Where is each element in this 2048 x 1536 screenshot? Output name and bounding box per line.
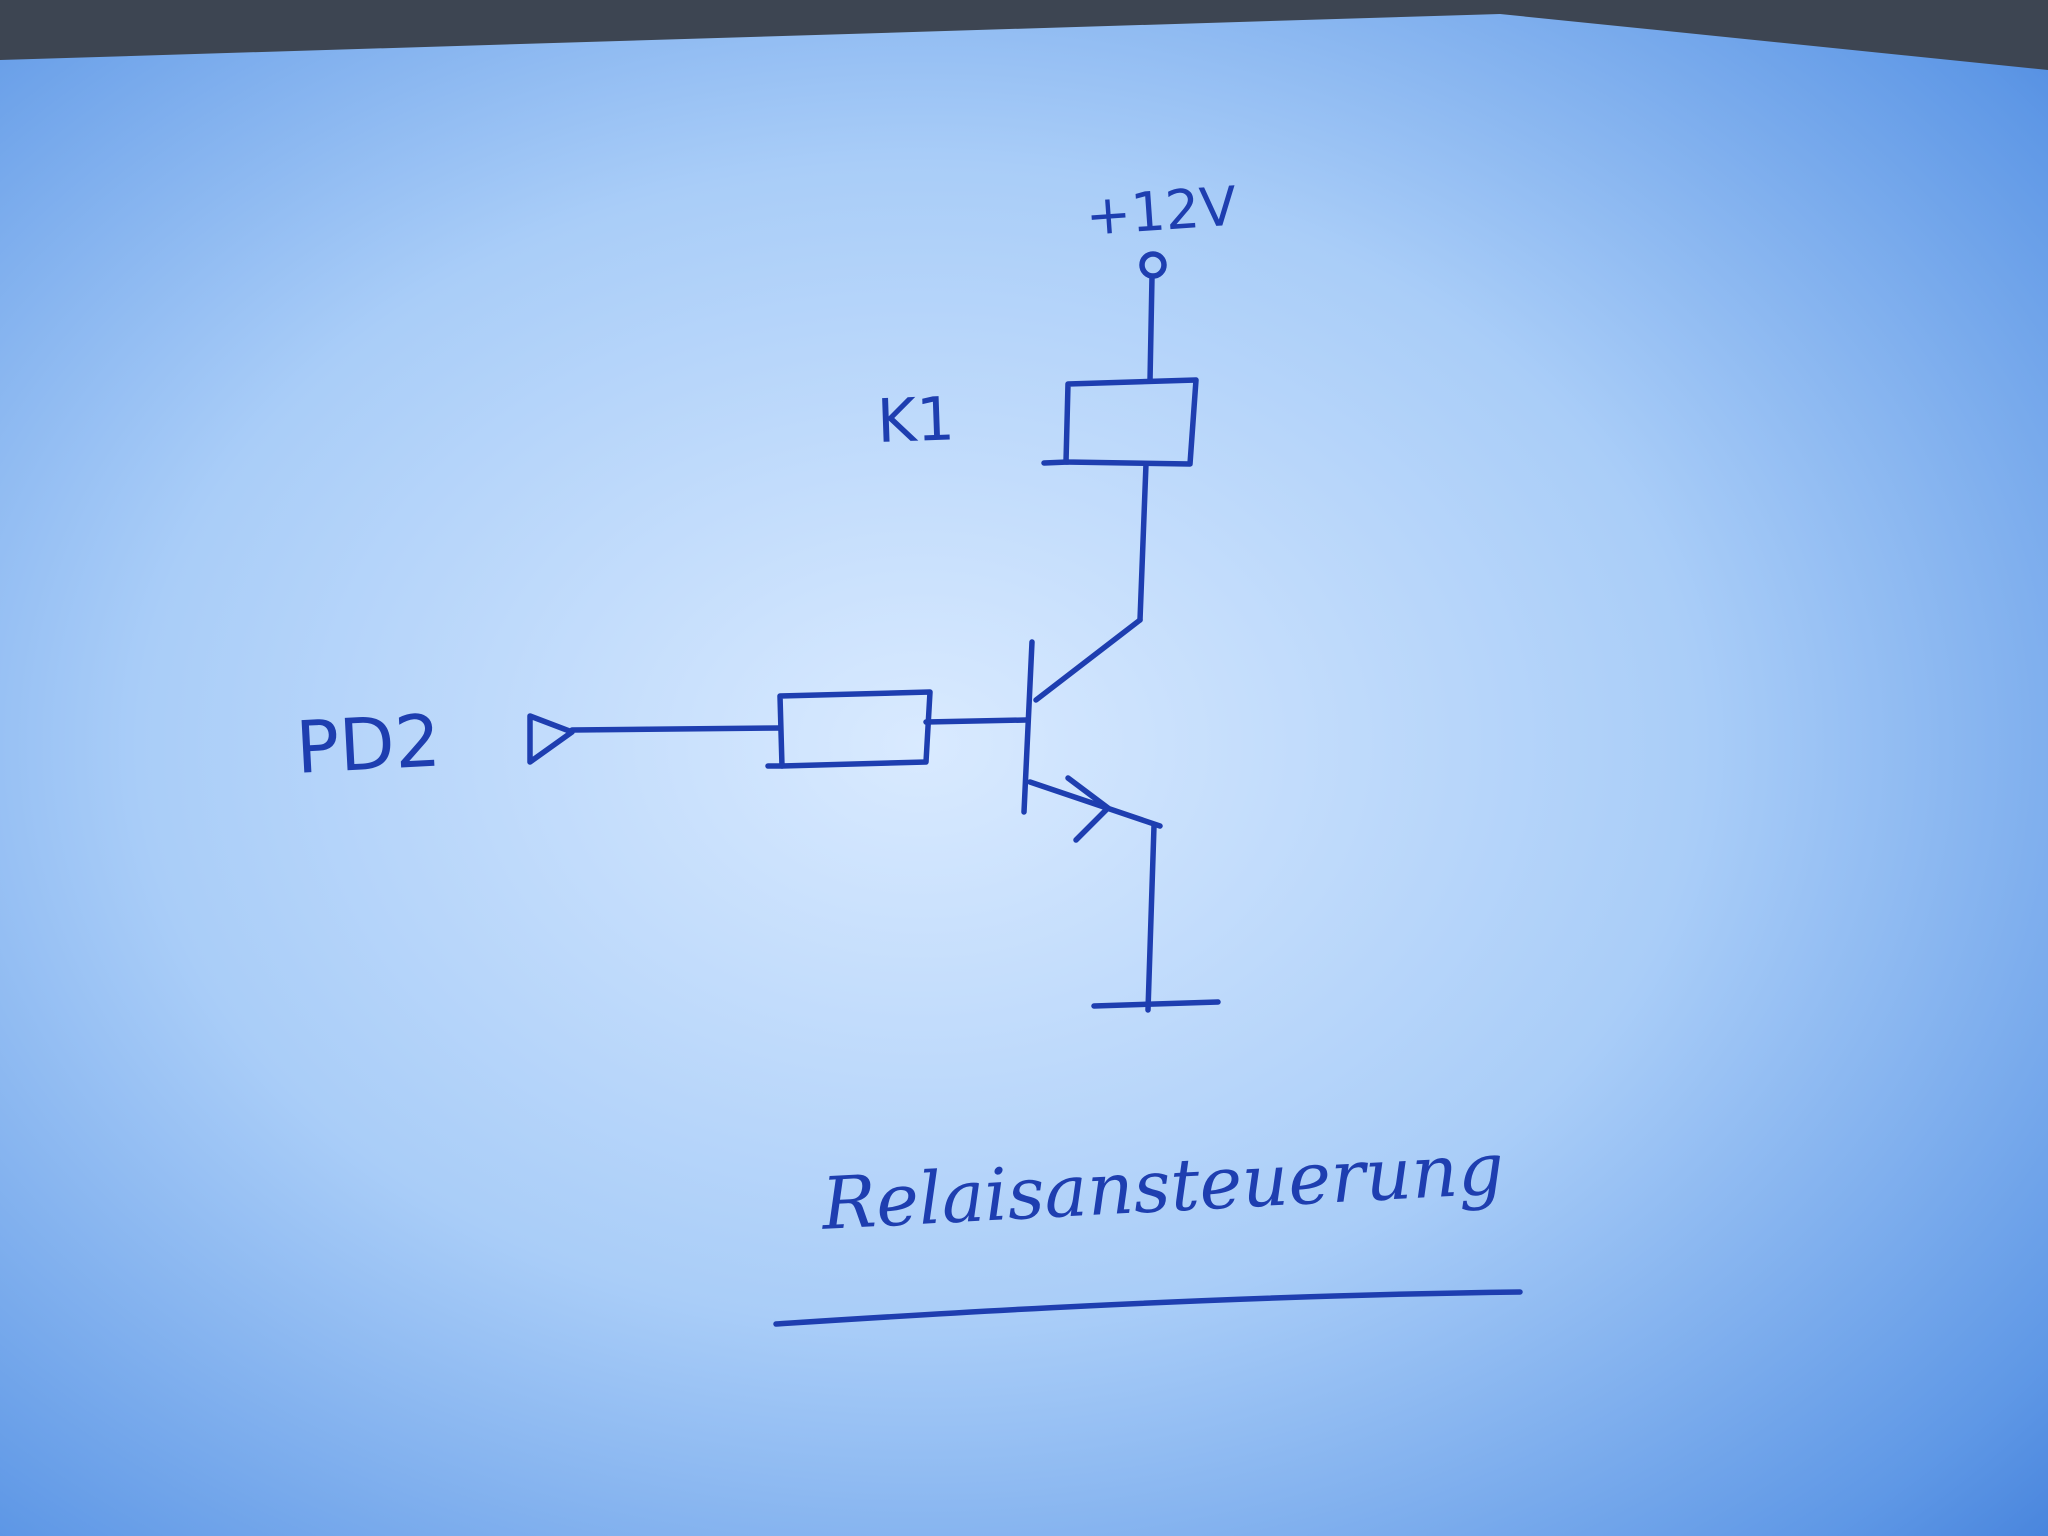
- title-underline: [773, 1289, 1523, 1327]
- transistor-emitter: [1027, 779, 1163, 829]
- input-terminal-triangle: [527, 713, 575, 765]
- base-resistor: [777, 689, 933, 769]
- wire-relay-to-collector: [1137, 461, 1149, 623]
- emitter-arrow: [1065, 775, 1111, 843]
- wire-resistor-to-base: [923, 717, 1029, 725]
- wire-emitter-to-ground: [1145, 823, 1157, 1013]
- wire-supply-to-relay: [1147, 274, 1155, 384]
- transistor-base-bar: [1021, 639, 1035, 815]
- transistor-collector: [1033, 617, 1143, 703]
- ground-symbol: [1091, 999, 1221, 1009]
- relay-coil-tick: [1041, 459, 1071, 466]
- supply-label: +12V: [1083, 174, 1239, 248]
- wire-input-to-resistor: [569, 725, 783, 733]
- relay-label: K1: [875, 384, 956, 457]
- input-label: PD2: [293, 698, 443, 790]
- supply-terminal: [1139, 251, 1167, 279]
- relay-coil-k1: [1063, 377, 1199, 467]
